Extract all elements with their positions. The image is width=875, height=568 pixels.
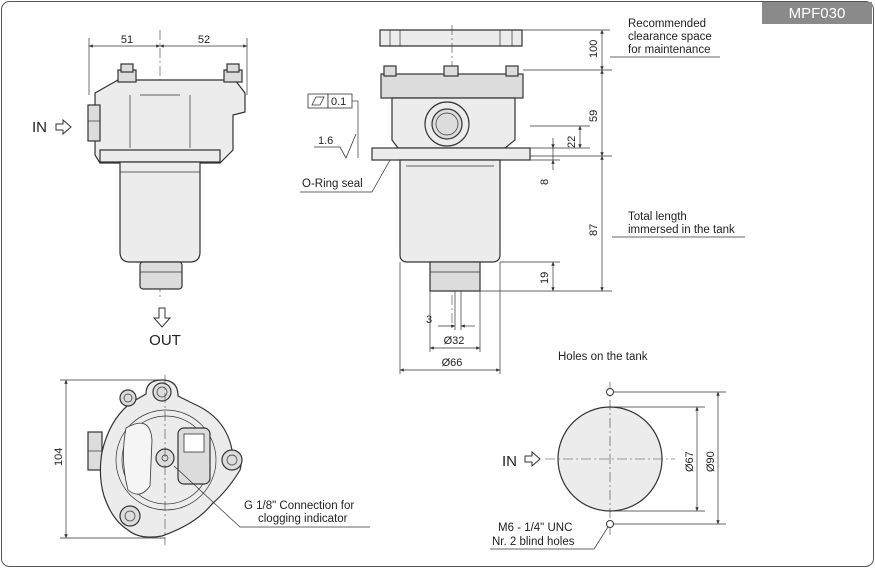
dim-87: 87	[588, 224, 600, 236]
in-arrow-icon	[55, 118, 72, 136]
dim-d32: Ø32	[444, 335, 465, 347]
model-code: MPF030	[789, 5, 846, 22]
roughness-icon	[314, 133, 357, 159]
screw-text-1: M6 - 1/4" UNC	[498, 522, 572, 534]
dim-d66: Ø66	[442, 357, 463, 369]
tank-in-arrow-icon	[524, 450, 541, 468]
immersed-text-1: Total length	[628, 211, 687, 223]
clearance-text-2: clearance space	[628, 31, 712, 43]
dim-19: 19	[539, 272, 551, 284]
clearance-text-1: Recommended	[628, 18, 706, 30]
dim-51: 51	[121, 34, 133, 46]
dim-22: 22	[566, 136, 578, 148]
dim-8: 8	[539, 179, 551, 185]
flatness-symbol: 0.1	[307, 93, 359, 158]
connection-text-2: clogging indicator	[258, 513, 348, 525]
clearance-text-3: for maintenance	[628, 44, 710, 56]
roughness-value: 1.6	[318, 135, 333, 147]
front-in-label: IN	[32, 119, 47, 136]
dim-d67: Ø67	[684, 451, 696, 472]
flatness-value: 0.1	[331, 96, 346, 108]
model-code-box: MPF030	[762, 2, 872, 24]
immersed-text-2: immersed in the tank	[628, 224, 735, 236]
connection-text-1: G 1/8" Connection for	[244, 500, 354, 512]
side-view: Recommended clearance space for maintena…	[300, 18, 745, 374]
dim-52: 52	[198, 34, 210, 46]
dim-100: 100	[588, 40, 600, 58]
tank-holes-title: Holes on the tank	[558, 351, 648, 363]
dim-3: 3	[426, 314, 432, 326]
tank-in-label: IN	[502, 453, 517, 470]
front-out-label: OUT	[149, 332, 181, 349]
flatness-icon	[311, 96, 325, 106]
oring-label: O-Ring seal	[302, 178, 363, 190]
tank-holes-view: Holes on the tank IN Ø67 Ø90 M6 - 1/4" U…	[490, 351, 726, 550]
screw-text-2: Nr. 2 blind holes	[492, 536, 575, 548]
front-view: 51 52 IN OUT	[32, 30, 248, 349]
dim-104: 104	[53, 448, 65, 466]
out-arrow-icon	[152, 307, 172, 328]
top-view: 104 G 1/8" Connection for clogging indic…	[53, 375, 370, 545]
roughness-symbol: 1.6	[314, 133, 357, 159]
dim-d90: Ø90	[705, 451, 717, 472]
dim-59: 59	[588, 110, 600, 122]
